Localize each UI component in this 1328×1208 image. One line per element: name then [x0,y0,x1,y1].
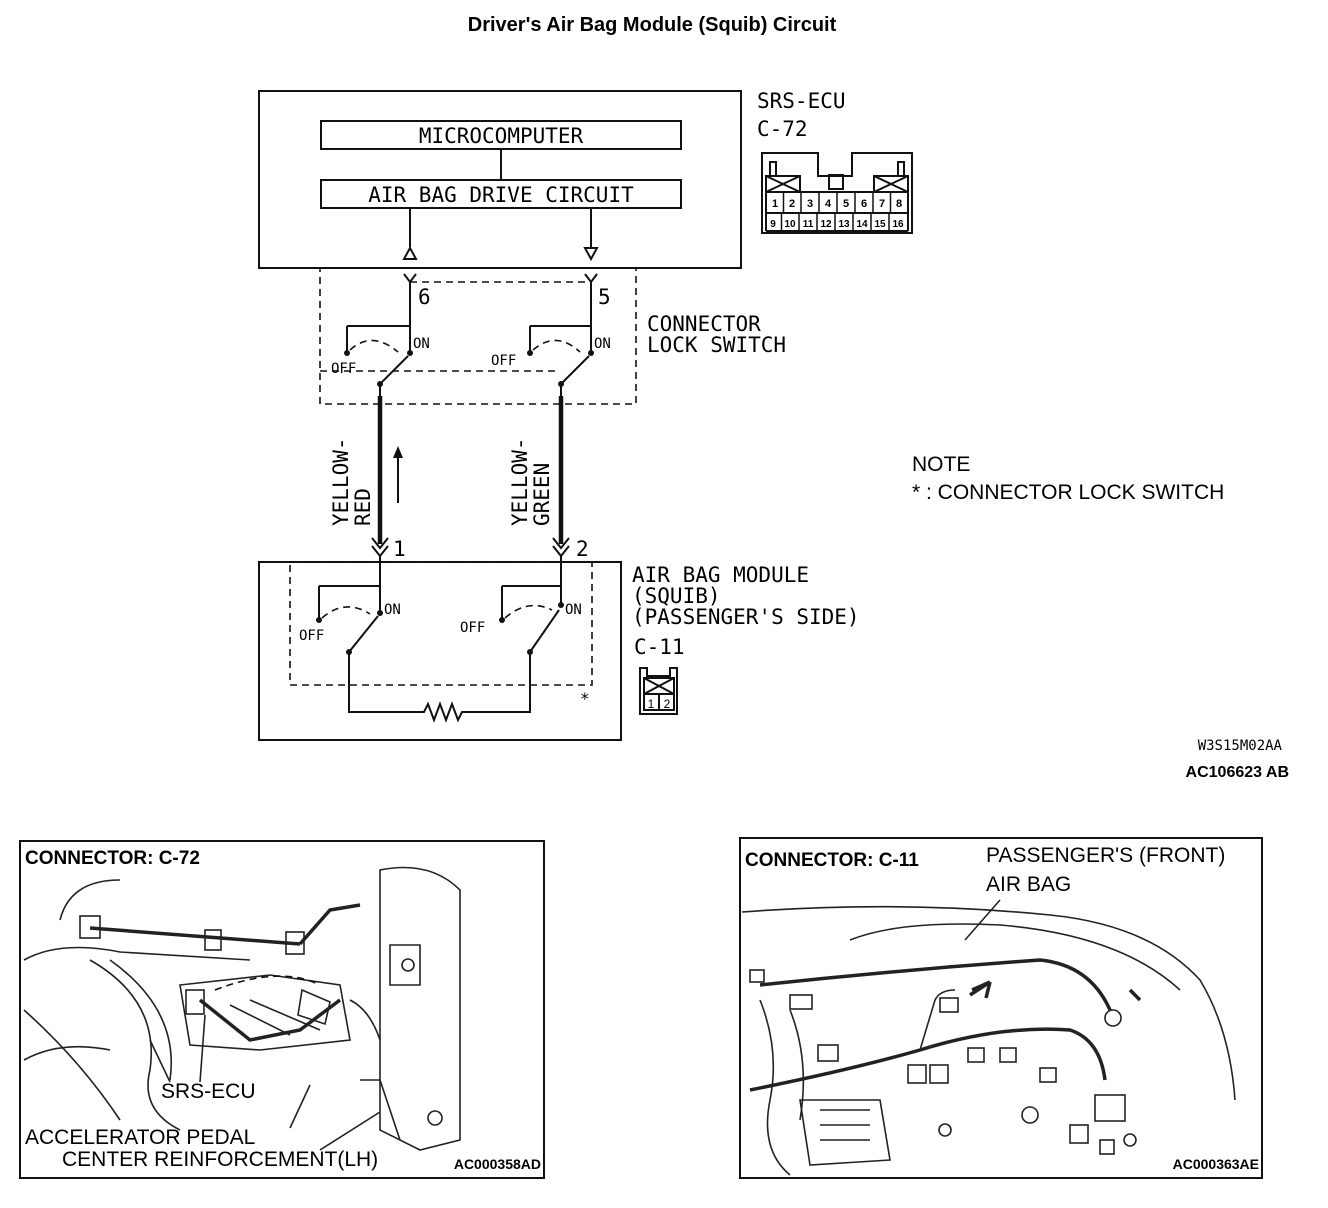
c72-pin-8: 8 [896,198,902,210]
panel-c72-reinf-label: CENTER REINFORCEMENT(LH) [62,1148,378,1171]
c72-pin-2: 2 [789,198,795,210]
c72-location-illustration [23,866,461,1151]
drive-circuit-box [320,179,682,209]
current-arrowhead [393,446,403,458]
terminal-5-mark [584,273,598,284]
panel-c11-label-1: PASSENGER'S (FRONT) [986,844,1225,867]
c72-pin-14: 14 [856,219,868,230]
connector-lock-switch-box [319,267,637,405]
lock-off-right: OFF [491,353,516,369]
lock-switch-label-1: CONNECTOR [647,312,761,336]
panel-c72-frame [19,840,545,1179]
c72-pin-11: 11 [803,219,814,230]
module-star-mark: * [580,689,590,708]
srs-ecu-label: SRS-ECU [757,89,846,113]
c72-pin-15: 15 [874,219,886,230]
c72-pin-1: 1 [772,198,778,210]
panel-c72-title: CONNECTOR: C-72 [25,848,200,869]
wire-right-label-2: GREEN [530,463,554,526]
wire-left-label-2: RED [351,488,375,526]
c72-pin-7: 7 [879,198,885,210]
module-on-left: ON [384,602,401,618]
module-on-right: ON [565,602,582,618]
lock-on-left: ON [413,336,430,352]
module-off-right: OFF [460,620,485,636]
module-switch-left [316,585,383,655]
module-off-left: OFF [299,628,324,644]
c72-pin-12: 12 [820,219,832,230]
panel-c11-code: AC000363AE [1173,1156,1259,1172]
panel-c72-pedal-label: ACCELERATOR PEDAL [25,1126,255,1149]
c11-pin-1: 1 [648,697,655,711]
module-switch-right [499,585,564,655]
c72-pin-4: 4 [825,198,832,210]
c72-pin-13: 13 [838,219,850,230]
module-pin-1-label: 1 [393,537,406,561]
c72-pin-3: 3 [807,198,813,210]
panel-c72-ecu-label: SRS-ECU [161,1080,256,1103]
module-label-3: (PASSENGER'S SIDE) [632,605,860,629]
c72-pin-6: 6 [861,198,867,210]
air-bag-module-box [258,561,622,741]
microcomputer-label: MICROCOMPUTER [419,124,584,148]
panel-c11-title: CONNECTOR: C-11 [745,850,919,871]
lock-switch-right [527,282,594,396]
c11-pin-2: 2 [664,697,671,711]
module-label-1: AIR BAG MODULE [632,563,809,587]
terminal-5-label: 5 [598,285,611,309]
wire-right-label-1: YELLOW- [508,437,532,526]
diagram-code-2: AC106623 AB [1186,764,1289,781]
c72-pin-16: 16 [892,219,904,230]
drive-circuit-label: AIR BAG DRIVE CIRCUIT [368,183,634,207]
c72-pin-5: 5 [843,198,849,210]
module-pin-2-label: 2 [576,537,589,561]
note-title: NOTE [912,453,970,476]
ecu-connector-label: C-72 [757,117,808,141]
squib-resistor [348,652,531,723]
lock-on-right: ON [594,336,611,352]
c72-pin-10: 10 [784,219,796,230]
panel-c72-code: AC000358AD [454,1156,541,1172]
panel-c11-frame [739,837,1263,1179]
output-triangle-down [583,247,599,262]
module-connector-label: C-11 [634,635,685,659]
diagram-code-1: W3S15M02AA [1198,738,1283,754]
note-text: * : CONNECTOR LOCK SWITCH [912,481,1224,504]
c11-location-illustration [741,899,1236,1176]
module-label-2: (SQUIB) [632,584,721,608]
module-lock-switch-box [289,561,593,686]
c11-connector-face [639,667,678,715]
diagram-title: Driver's Air Bag Module (Squib) Circuit [468,14,837,36]
lock-switch-label-2: LOCK SWITCH [647,333,786,357]
lock-off-left: OFF [331,361,356,377]
terminal-6-mark [403,273,417,284]
panel-c11-label-2: AIR BAG [986,873,1071,896]
terminal-6-label: 6 [418,285,431,309]
c72-pin-9: 9 [770,219,776,230]
lock-switch-left [320,282,560,396]
wire-left-label-1: YELLOW- [329,437,353,526]
output-triangle-up [402,245,418,260]
